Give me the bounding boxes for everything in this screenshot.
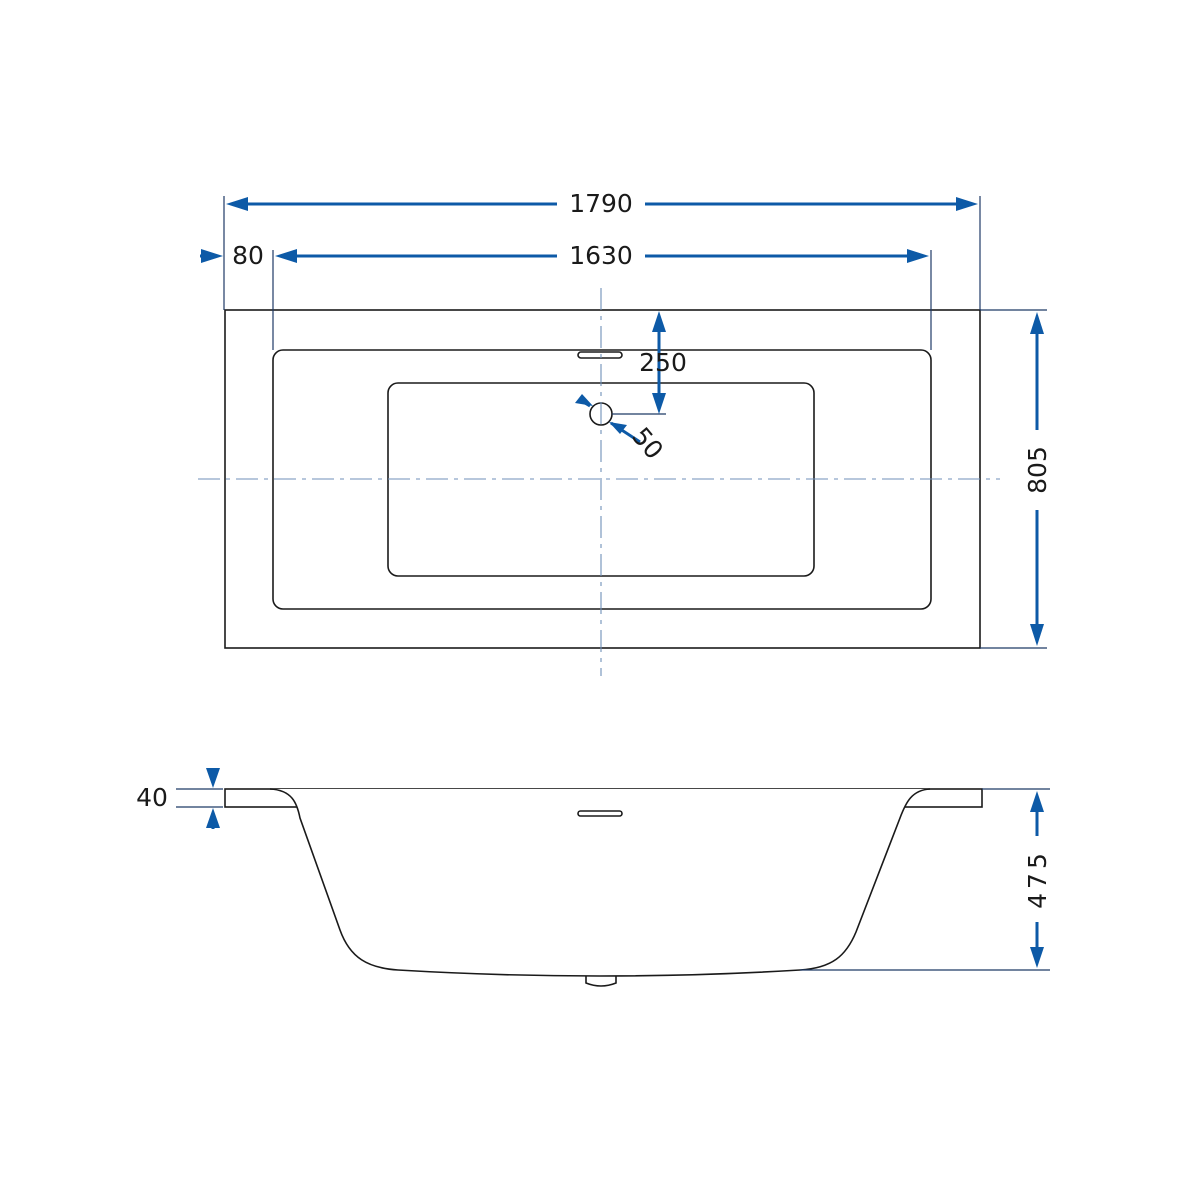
dimension-label-250: 250 (639, 348, 687, 377)
dimension-label-475: 475 (1023, 849, 1052, 909)
dimension-depth: 475 (1023, 791, 1052, 968)
dimension-label-1630: 1630 (569, 241, 633, 270)
dimension-label-1790: 1790 (569, 189, 633, 218)
plan-view: 1790 1630 80 805 250 (198, 189, 1052, 676)
dimension-label-80: 80 (232, 241, 264, 270)
dimension-label-40: 40 (136, 783, 168, 812)
dimension-overall-width: 805 (1023, 312, 1052, 646)
dimension-rim-width: 80 (200, 241, 264, 270)
dimension-label-50: 50 (626, 422, 669, 465)
dimension-waste-diameter: 50 (575, 394, 669, 465)
side-overflow-slot (577, 810, 623, 817)
dimension-inner-length: 1630 (275, 241, 929, 270)
side-view: 40 475 (136, 768, 1052, 987)
dimension-label-805: 805 (1023, 446, 1052, 494)
dimension-overall-length: 1790 (226, 189, 978, 218)
tub-body-profile (269, 788, 931, 977)
side-waste-outlet (585, 976, 617, 987)
dimension-waste-offset: 250 (639, 311, 687, 414)
overflow-slot (577, 351, 623, 359)
dimension-rim-thickness: 40 (136, 768, 220, 829)
outer-rim-outline (224, 309, 981, 649)
